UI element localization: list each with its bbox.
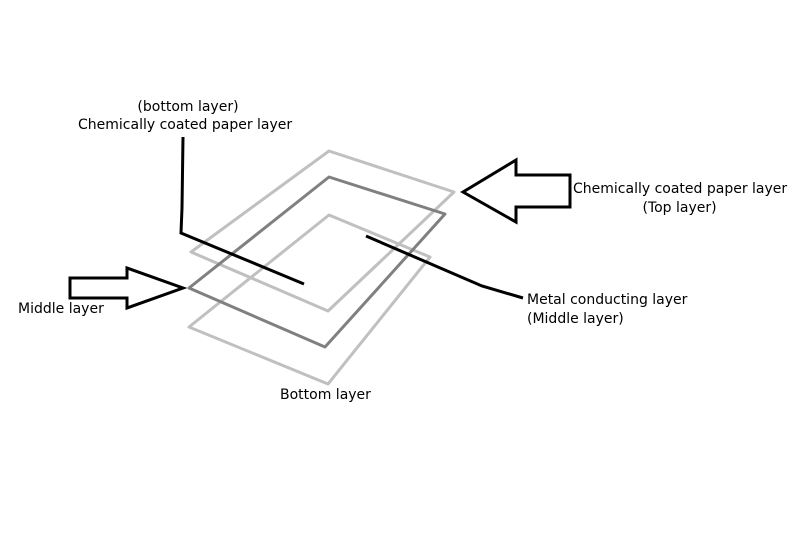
label-middle-layer: Middle layer	[18, 301, 104, 317]
label-bottom-layer-paren: (bottom layer)	[137, 99, 239, 115]
label-metal-conducting: Metal conducting layer	[527, 292, 688, 308]
middle-layer-arrow-icon	[68, 265, 188, 311]
leader-line-metal	[365, 234, 524, 300]
label-bottom-layer: Bottom layer	[280, 387, 371, 403]
label-top-layer: (Top layer)	[642, 200, 717, 216]
label-chemically-coated-bottom: Chemically coated paper layer	[78, 117, 293, 133]
leader-line-bottom-paper	[179, 136, 305, 286]
top-layer-arrow-icon	[460, 157, 572, 225]
bottom-paper-layer	[187, 213, 432, 386]
metal-conducting-layer	[187, 175, 447, 349]
label-chemically-coated-top: Chemically coated paper layer	[573, 181, 788, 197]
label-metal-middle: (Middle layer)	[527, 311, 624, 327]
top-paper-layer	[189, 149, 456, 313]
